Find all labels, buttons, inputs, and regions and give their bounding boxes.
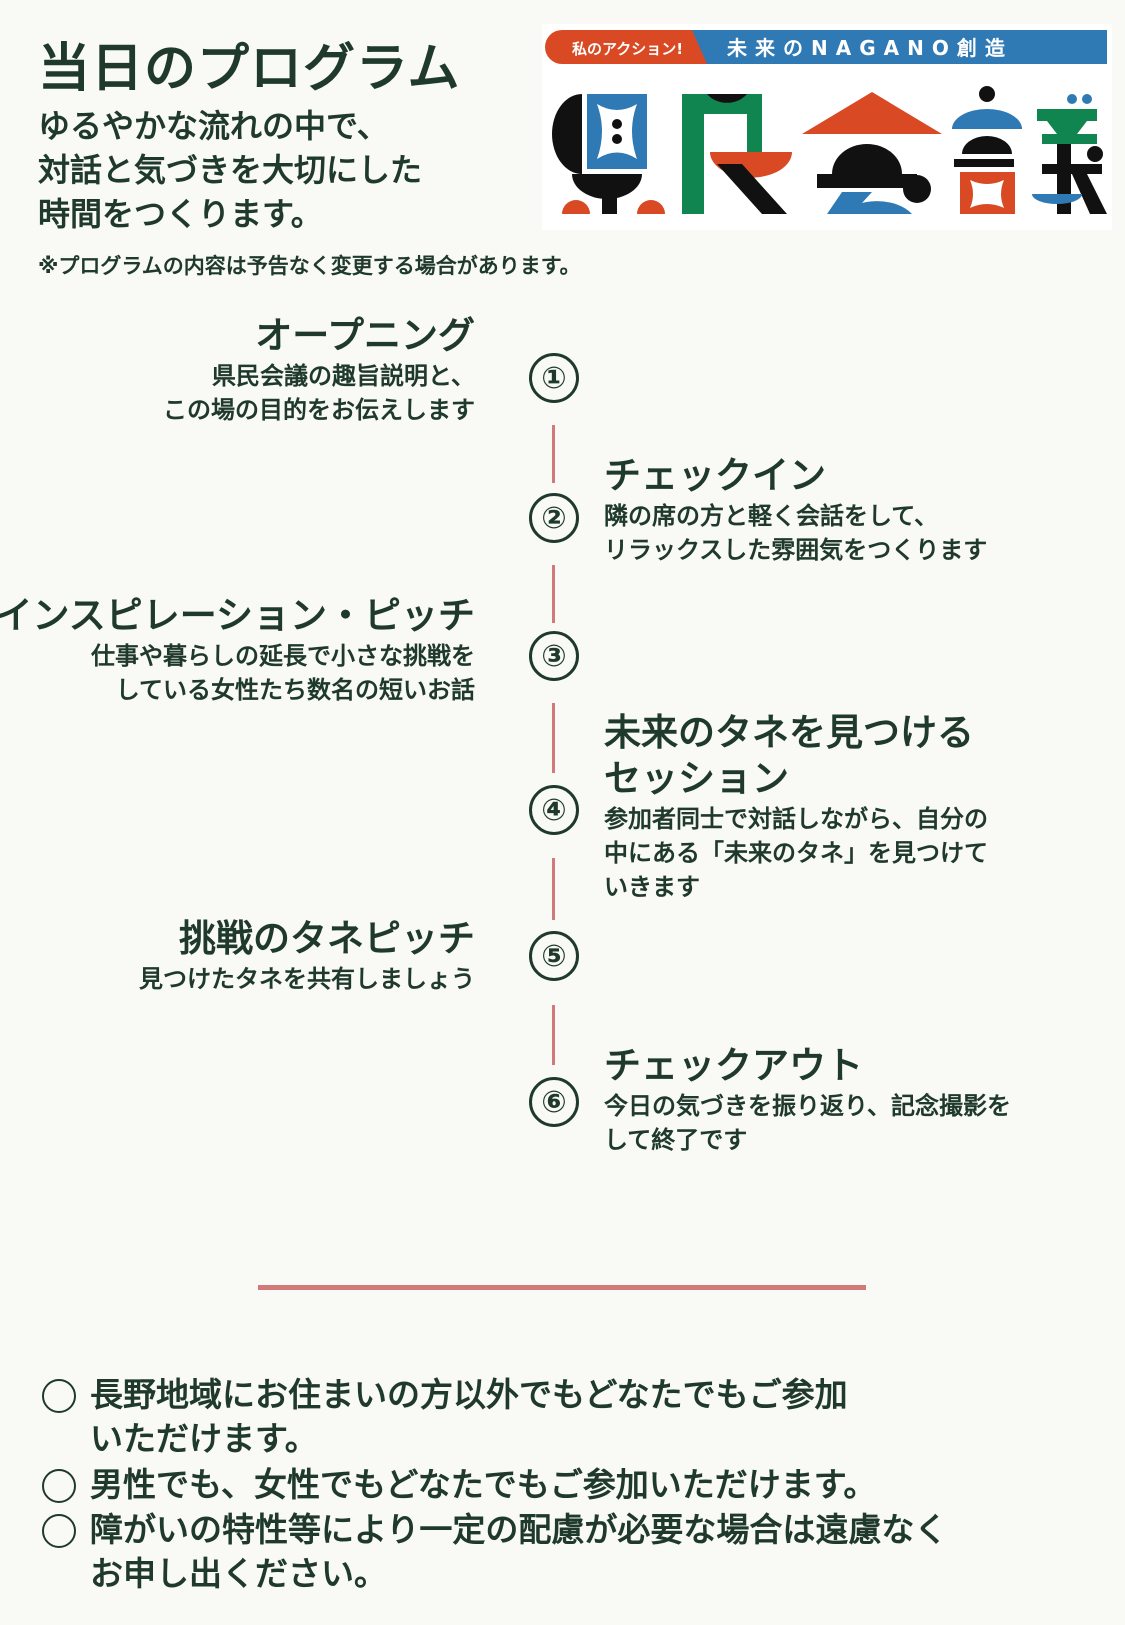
note-item: 男性でも、女性でもどなたでもご参加いただけます。: [42, 1463, 876, 1507]
item-desc: 中にある「未来のタネ」を見つけて: [604, 839, 988, 867]
banner-bar: [692, 30, 1107, 64]
circle-bullet-icon: [42, 1469, 76, 1503]
item-desc: 見つけたタネを共有しましょう: [139, 965, 475, 993]
note-text: いただけます。: [90, 1419, 318, 1458]
timeline-connector: [552, 425, 555, 483]
banner-tag: [545, 30, 707, 64]
logo-min: [682, 94, 792, 214]
item-desc: 参加者同士で対話しながら、自分の: [604, 805, 988, 833]
circle-bullet-icon: [42, 1514, 76, 1548]
item-title: チェックアウト: [604, 1044, 863, 1087]
item-title: 未来のタネを見つける: [604, 711, 974, 754]
item-title: オープニング: [255, 314, 475, 357]
note-text: 障がいの特性等により一定の配慮が必要な場合は遠慮なく: [90, 1510, 948, 1549]
note-item: 長野地域にお住まいの方以外でもどなたでもご参加いただけます。: [42, 1373, 848, 1461]
page-title: 当日のプログラム: [38, 39, 461, 99]
program-item-session: 未来のタネを見つける セッション 参加者同士で対話しながら、自分の 中にある「未…: [604, 710, 988, 904]
timeline-connector: [552, 1005, 555, 1065]
item-desc: して終了です: [604, 1126, 748, 1154]
divider: [258, 1285, 866, 1290]
timeline-connector: [552, 858, 555, 920]
step-number: ⑥: [529, 1077, 579, 1127]
note-text: お申し出ください。: [90, 1554, 387, 1593]
item-title: 挑戦のタネピッチ: [179, 917, 475, 960]
program-item-opening: オープニング 県民会議の趣旨説明と、 この場の目的をお伝えします: [163, 313, 475, 427]
step-number: ⑤: [529, 931, 579, 981]
logo-kai: [802, 92, 942, 214]
subtitle-line: ゆるやかな流れの中で、: [38, 107, 389, 145]
timeline-connector: [552, 565, 555, 623]
disclaimer-note: ※プログラムの内容は予告なく変更する場合があります。: [38, 254, 581, 278]
item-desc: 仕事や暮らしの延長で小さな挑戦を: [91, 642, 475, 670]
timeline-connector: [552, 703, 555, 773]
item-desc: この場の目的をお伝えします: [163, 396, 475, 424]
item-title: チェックイン: [604, 454, 826, 497]
program-item-checkin: チェックイン 隣の席の方と軽く会話をして、 リラックスした雰囲気をつくります: [604, 453, 987, 567]
item-desc: 隣の席の方と軽く会話をして、: [604, 502, 939, 530]
program-item-challenge-pitch: 挑戦のタネピッチ 見つけたタネを共有しましょう: [139, 916, 475, 996]
item-title: インスピレーション・ピッチ: [0, 594, 475, 637]
logo-ken: [552, 94, 665, 214]
logo-banner-text: 未来のNAGANO創造: [727, 36, 1013, 60]
subtitle-line: 時間をつくります。: [38, 195, 323, 233]
step-number: ①: [529, 353, 579, 403]
logo-gi: [952, 86, 1107, 214]
step-number: ②: [529, 493, 579, 543]
logo-tag-text: 私のアクション!: [571, 40, 683, 58]
step-number: ③: [529, 631, 579, 681]
note-text: 男性でも、女性でもどなたでもご参加いただけます。: [90, 1465, 877, 1504]
subtitle-line: 対話と気づきを大切にした: [38, 151, 423, 189]
item-title: セッション: [604, 757, 789, 800]
note-text: 長野地域にお住まいの方以外でもどなたでもご参加: [90, 1375, 848, 1414]
circle-bullet-icon: [42, 1379, 76, 1413]
item-desc: 今日の気づきを振り返り、記念撮影を: [604, 1092, 1012, 1120]
note-item: 障がいの特性等により一定の配慮が必要な場合は遠慮なくお申し出ください。: [42, 1508, 947, 1596]
item-desc: リラックスした雰囲気をつくります: [604, 536, 988, 564]
step-number: ④: [529, 785, 579, 835]
program-item-checkout: チェックアウト 今日の気づきを振り返り、記念撮影を して終了です: [604, 1043, 1011, 1157]
kenmin-kaigi-logo: 私のアクション! 未来のNAGANO創造: [542, 24, 1112, 230]
item-desc: 県民会議の趣旨説明と、: [211, 362, 475, 390]
item-desc: いきます: [604, 873, 700, 901]
program-item-inspiration-pitch: インスピレーション・ピッチ 仕事や暮らしの延長で小さな挑戦を している女性たち数…: [0, 593, 475, 707]
item-desc: している女性たち数名の短いお話: [115, 676, 475, 704]
